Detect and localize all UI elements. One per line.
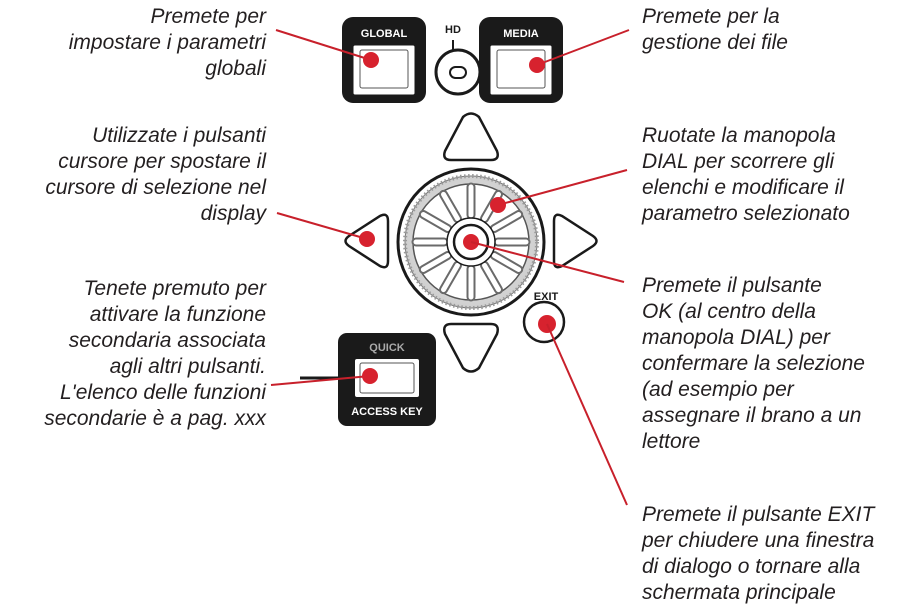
dial-spoke-highlight bbox=[420, 253, 451, 272]
global-button-label: GLOBAL bbox=[361, 28, 408, 40]
access-key-label: ACCESS KEY bbox=[351, 406, 423, 418]
dial-caption: Ruotate la manopola DIAL per scorrere gl… bbox=[642, 124, 850, 225]
quick-caption: Tenete premuto per attivare la funzione … bbox=[44, 277, 266, 430]
global-callout-dot bbox=[363, 52, 379, 68]
cursor-up-button[interactable] bbox=[443, 112, 499, 162]
cursor-right-button[interactable] bbox=[552, 213, 598, 269]
hd-led-icon bbox=[449, 66, 467, 79]
dial-spoke-highlight bbox=[441, 262, 460, 293]
dial-spoke-highlight bbox=[491, 212, 522, 231]
media-callout-dot bbox=[529, 57, 545, 73]
quick-access-key-button[interactable]: QUICK ACCESS KEY bbox=[338, 333, 436, 426]
cursor-down-button[interactable] bbox=[443, 322, 499, 373]
global-button[interactable]: GLOBAL bbox=[342, 17, 426, 103]
hd-indicator: HD bbox=[434, 24, 482, 96]
exit-caption: Premete il pulsante EXIT per chiudere un… bbox=[642, 503, 875, 604]
leader-lines bbox=[270, 29, 630, 506]
left-cursor-callout-dot bbox=[359, 231, 375, 247]
cursor-caption: Utilizzate i pulsanti cursore per sposta… bbox=[45, 124, 266, 225]
global-caption: Premete per impostare i parametri global… bbox=[68, 5, 266, 80]
callout-dots bbox=[359, 52, 545, 384]
exit-button-label: EXIT bbox=[534, 291, 559, 303]
dial-spoke-highlight bbox=[441, 191, 460, 222]
exit-button[interactable]: EXIT bbox=[522, 291, 566, 344]
quick-callout-dot bbox=[362, 368, 378, 384]
dial-spoke-highlight bbox=[491, 253, 522, 272]
media-button-label: MEDIA bbox=[503, 28, 539, 40]
dial-callout-dot bbox=[490, 197, 506, 213]
dial-spoke-highlight bbox=[482, 262, 501, 293]
media-caption: Premete per la gestione dei file bbox=[642, 5, 788, 54]
dial-spoke-highlight bbox=[420, 212, 451, 231]
hd-label: HD bbox=[445, 24, 461, 36]
ok-caption: Premete il pulsante OK (al centro della … bbox=[642, 274, 865, 453]
quick-label: QUICK bbox=[369, 342, 405, 354]
